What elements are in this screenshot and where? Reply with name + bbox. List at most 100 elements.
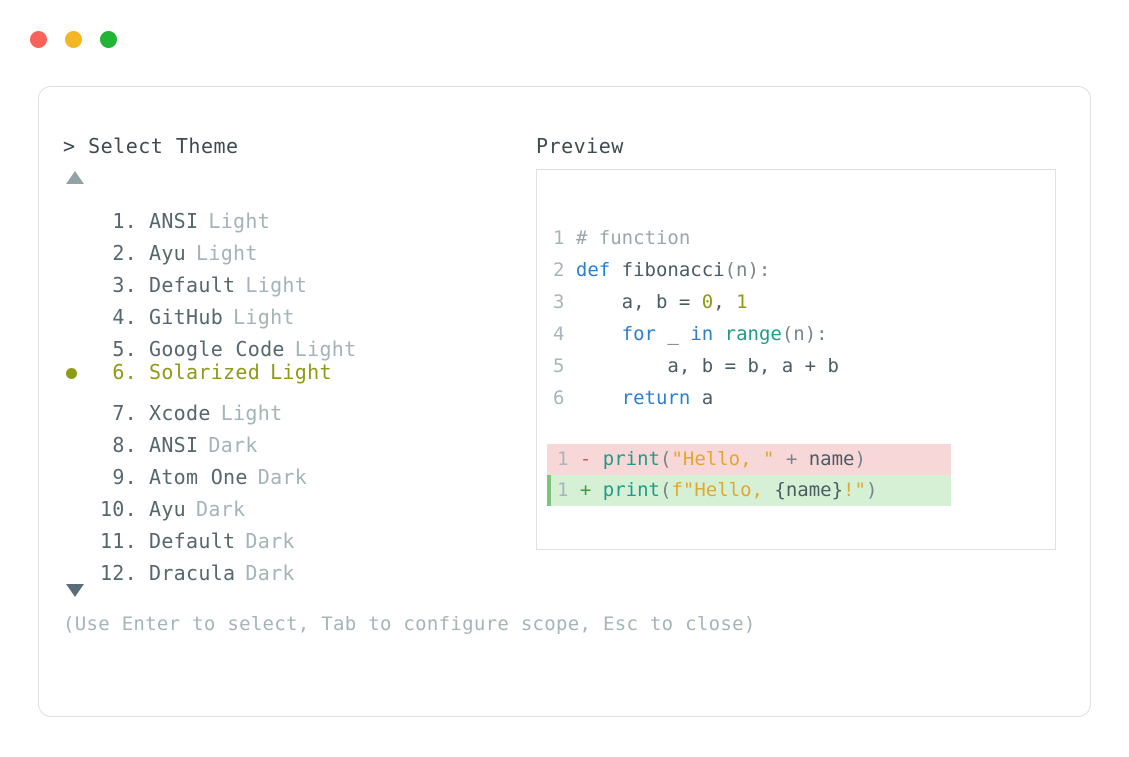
theme-item-name: Default: [149, 273, 236, 297]
code-line-number: 3: [553, 291, 576, 313]
code-token: def: [575, 259, 622, 281]
theme-list-item[interactable]: 4. GitHub Light: [63, 292, 533, 329]
code-line: 2 def fibonacci(n):: [553, 254, 839, 286]
code-token: a: [690, 387, 714, 409]
diff-token: f"Hello,: [671, 479, 775, 501]
theme-list-item[interactable]: 10. Ayu Dark: [63, 484, 533, 521]
theme-item-name: ANSI: [149, 209, 199, 233]
theme-item-name: ANSI: [149, 433, 199, 457]
diff-token: print: [602, 479, 660, 501]
diff-sign: +: [579, 479, 603, 501]
code-token: [576, 323, 622, 345]
page-title: Select Theme: [88, 134, 239, 158]
diff-line-number: 1: [557, 479, 580, 501]
theme-item-variant: Dark: [257, 465, 308, 489]
close-button[interactable]: [30, 31, 47, 48]
minimize-button[interactable]: [65, 31, 82, 48]
code-token: return: [621, 387, 691, 409]
window-controls: [30, 31, 117, 48]
theme-item-number: 3.: [112, 273, 137, 297]
theme-list-item[interactable]: 7. Xcode Light: [63, 388, 533, 425]
code-token: _: [655, 323, 691, 345]
keyboard-hint: (Use Enter to select, Tab to configure s…: [63, 613, 756, 635]
code-token: a, b =: [575, 291, 702, 313]
code-line-number: 2: [553, 259, 576, 281]
diff-token: ": [854, 479, 866, 501]
theme-item-variant: Light: [294, 337, 357, 361]
code-token: for: [621, 323, 656, 345]
theme-item-name: GitHub: [149, 305, 224, 329]
selected-bullet-cell: [63, 358, 91, 390]
scroll-up-icon[interactable]: [66, 171, 84, 184]
diff-token: +: [774, 448, 809, 470]
diff-line-number: 1: [557, 448, 580, 470]
scroll-down-icon[interactable]: [66, 584, 84, 597]
theme-item-number: 7.: [112, 401, 137, 425]
theme-item-variant: Dark: [245, 529, 295, 553]
theme-item-name: Default: [149, 529, 236, 553]
diff-line-removed: 1 - print("Hello, " + name): [547, 444, 951, 475]
theme-item-number: 8.: [112, 433, 137, 457]
theme-item-variant: Light: [270, 360, 332, 384]
diff-token: !: [843, 479, 855, 501]
code-line: 6 return a: [553, 382, 839, 414]
code-line-number: 1: [553, 227, 576, 249]
theme-item-variant: Light: [233, 305, 295, 329]
theme-item-variant: Light: [245, 273, 308, 297]
selected-bullet-cell: [63, 452, 91, 484]
theme-item-number: 10.: [99, 497, 137, 521]
theme-item-number: 6.: [112, 360, 137, 384]
diff-token: ): [854, 448, 866, 470]
code-token: in: [690, 323, 714, 345]
theme-item-number: 4.: [112, 305, 137, 329]
theme-item-name: Atom One: [149, 465, 248, 489]
theme-list-item[interactable]: 5. Google Code Light: [63, 324, 533, 361]
code-line-number: 4: [553, 323, 576, 345]
selected-bullet-cell: [63, 196, 91, 228]
theme-item-name: Google Code: [149, 337, 285, 361]
code-line: 1 # function: [553, 222, 839, 254]
theme-item-variant: Dark: [196, 497, 246, 521]
code-token: (n):: [781, 323, 828, 345]
selected-bullet-cell: [63, 228, 91, 260]
diff-token: "Hello, ": [671, 448, 775, 470]
code-line-number: 6: [553, 387, 576, 409]
code-line: 5 a, b = b, a + b: [553, 350, 839, 382]
theme-list-item[interactable]: 8. ANSI Dark: [63, 420, 533, 457]
theme-item-variant: Dark: [208, 433, 258, 457]
selected-bullet-icon: [66, 368, 77, 379]
code-token: ,: [713, 291, 737, 313]
select-theme-title: [76, 134, 89, 158]
theme-item-number: 2.: [112, 241, 137, 265]
code-token: # function: [575, 227, 691, 249]
diff-token: print: [602, 448, 660, 470]
theme-item-name: Ayu: [149, 497, 187, 521]
theme-item-number: 5.: [112, 337, 137, 361]
theme-item-variant: Light: [220, 401, 283, 425]
diff-token: {name}: [774, 479, 844, 501]
diff-token: (: [659, 479, 672, 501]
diff-line-added: 1 + print(f"Hello, {name}!"): [547, 475, 951, 506]
theme-item-variant: Light: [208, 209, 271, 233]
theme-item-name: Dracula: [149, 561, 236, 585]
select-theme-heading: > Select Theme: [63, 133, 533, 159]
diff-token: ): [865, 479, 878, 501]
selected-bullet-cell: [63, 484, 91, 516]
maximize-button[interactable]: [100, 31, 117, 48]
theme-list-item[interactable]: 3. Default Light: [63, 260, 533, 297]
theme-item-name: Xcode: [149, 401, 211, 425]
code-token: [713, 323, 724, 345]
code-line: 4 for _ in range(n):: [553, 318, 839, 350]
selected-bullet-cell: [63, 324, 91, 356]
